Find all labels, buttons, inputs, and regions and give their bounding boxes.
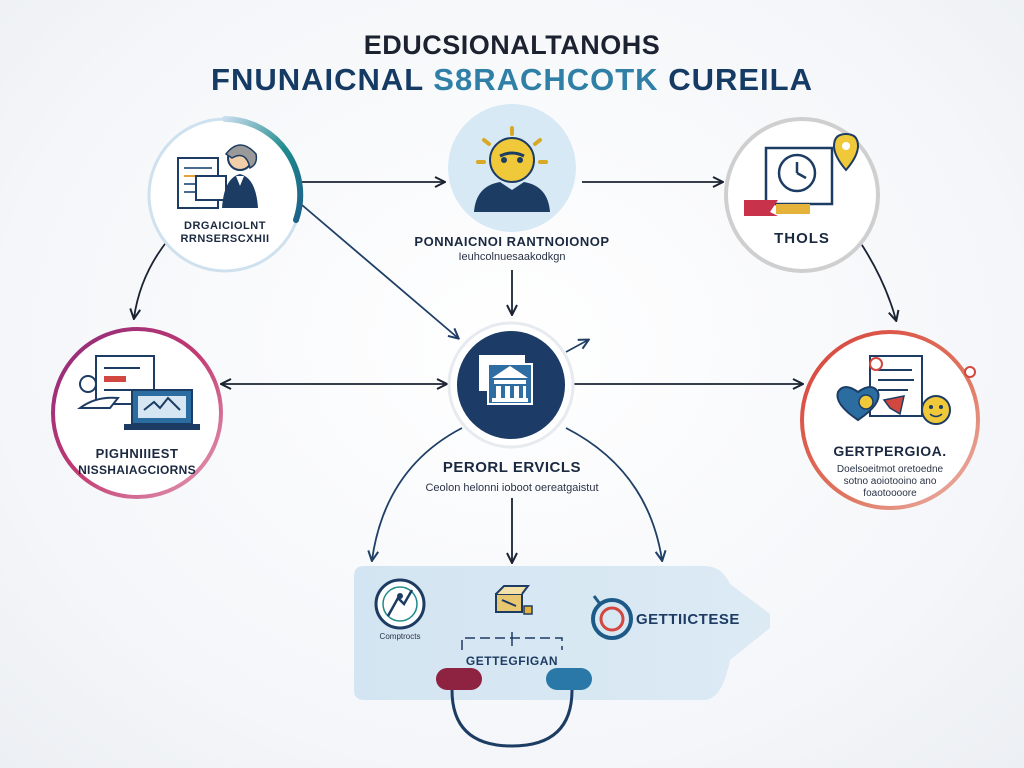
node-mid-left-line1: PIGHNIIIEST: [95, 446, 179, 461]
arrow-center-bottomright: [565, 427, 662, 560]
bottom-small-label: Comptrocts: [379, 632, 421, 641]
laptop-document-icon: [76, 355, 200, 430]
arrow-center-bottomleft: [372, 427, 463, 560]
box-icon: [495, 585, 533, 615]
connectors: [134, 182, 896, 562]
subtitle-part3: CUREILA: [658, 62, 813, 97]
bottom-center-label: GETTEGFIGAN: [465, 654, 559, 668]
diagram-title: EDUCSIONALTANOHS: [363, 30, 661, 60]
bottom-loop: [450, 689, 574, 748]
clock-screen-icon: [744, 132, 860, 216]
node-mid-right-line3: sotno aoiotooino ano: [843, 476, 937, 487]
node-top-center-line1: PONNAICNOI RANTNOIONOP: [414, 234, 610, 249]
node-mid-right-line2: Doelsoeitmot oretoedne: [836, 464, 944, 475]
subtitle-part1: FNUNAICNAL: [211, 62, 434, 97]
heart-document-icon: [836, 355, 976, 425]
compass-icon: [374, 578, 426, 630]
arrow-topright-midright: [859, 241, 896, 320]
arrow-center-accent: [565, 340, 588, 353]
node-top-right-label: THOLS: [774, 230, 830, 247]
diagram-subtitle: FNUNAICNAL S8RACHCOTK CUREILA: [0, 62, 1024, 98]
node-top-right: [724, 117, 880, 273]
teacher-icon: [177, 144, 258, 209]
refresh-icon: [591, 595, 633, 640]
sun-mascot-icon: [474, 126, 550, 212]
node-mid-right-line4: foaotoooore: [863, 488, 917, 499]
node-mid-right: [800, 330, 980, 510]
arrow-topleft-midleft: [134, 239, 169, 318]
bottom-pill-left: [436, 668, 482, 690]
node-center: [447, 321, 575, 449]
bottom-pill-right: [546, 668, 592, 690]
bottom-panel-shape: [354, 566, 770, 700]
bottom-right-label: GETTIICTESE: [636, 611, 740, 628]
subtitle-part2: S8RACHCOTK: [433, 62, 659, 97]
node-top-center-line2: Ieuhcolnuesaakodkgn: [458, 251, 566, 263]
node-mid-right-line1: GERTPERGIOA.: [833, 443, 947, 459]
node-mid-left-line2: NISSHAIAGCIORNS: [78, 463, 196, 477]
arrow-topleft-center: [301, 204, 458, 338]
node-top-left-line1: DRGAICIOLNT: [184, 220, 266, 232]
node-center-line1: PERORL ERVICLS: [442, 459, 582, 476]
node-top-left-line2: RRNSERSCXHII: [180, 233, 270, 245]
node-mid-left: [51, 327, 223, 499]
building-icon: [479, 355, 533, 405]
node-center-line2: Ceolon helonni ioboot oereatgaistut: [425, 482, 599, 494]
bottom-panel: [354, 566, 770, 748]
node-top-left: [147, 116, 304, 273]
node-top-center: [448, 104, 576, 232]
